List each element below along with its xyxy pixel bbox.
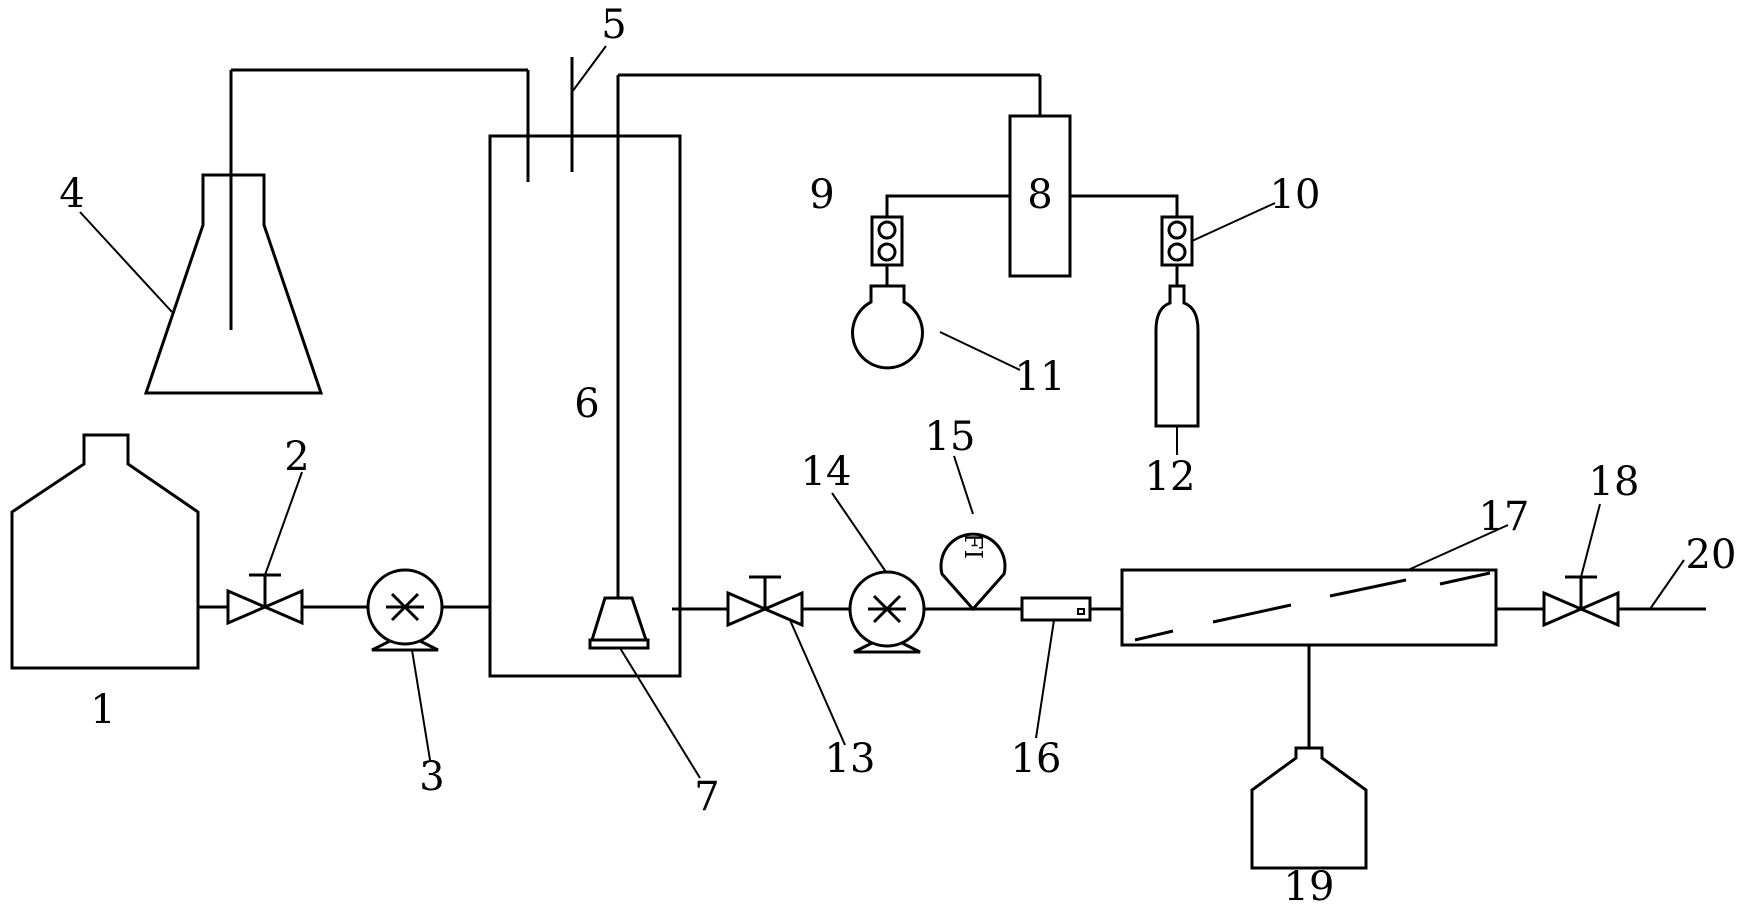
air-pump bbox=[851, 284, 924, 370]
conical-flask bbox=[143, 173, 324, 395]
leader-16 bbox=[1035, 619, 1055, 739]
valve-18 bbox=[1542, 590, 1620, 628]
label-4: 4 bbox=[59, 171, 84, 217]
label-3: 3 bbox=[419, 754, 444, 800]
label-12: 12 bbox=[1145, 454, 1196, 500]
membrane-dash-1 bbox=[1134, 629, 1174, 642]
gas-cylinder bbox=[1154, 284, 1200, 428]
label-17: 17 bbox=[1479, 494, 1530, 540]
label-15: 15 bbox=[925, 414, 976, 460]
leader-17 bbox=[1407, 524, 1509, 571]
pipe-mixer-to-flowmeter-9 bbox=[885, 194, 1010, 217]
flow-indicator-text: FI bbox=[959, 533, 987, 559]
reactor-column bbox=[488, 134, 682, 678]
leader-15 bbox=[953, 455, 974, 515]
leader-5 bbox=[571, 45, 607, 93]
gas-flowmeter-9-ball-bottom bbox=[877, 242, 897, 262]
label-14: 14 bbox=[801, 449, 852, 495]
gas-flowmeter-9 bbox=[870, 215, 904, 267]
leader-14 bbox=[831, 492, 887, 573]
label-7: 7 bbox=[694, 774, 719, 820]
membrane-dash-2 bbox=[1212, 603, 1292, 624]
pipe-mixer-to-flowmeter-10 bbox=[1070, 194, 1179, 217]
pump-14-base bbox=[853, 641, 921, 654]
label-20: 20 bbox=[1686, 532, 1737, 578]
gas-diffuser-base bbox=[588, 638, 650, 650]
collection-bottle bbox=[1250, 746, 1368, 870]
leader-7 bbox=[619, 647, 701, 779]
gas-flowmeter-10-ball-top bbox=[1167, 220, 1187, 240]
feed-tank bbox=[10, 433, 200, 670]
leader-10 bbox=[1191, 202, 1276, 242]
label-10: 10 bbox=[1270, 172, 1321, 218]
leader-20 bbox=[1649, 559, 1685, 610]
valve-2 bbox=[226, 588, 304, 626]
filter-16-nub bbox=[1077, 608, 1085, 615]
label-16: 16 bbox=[1011, 736, 1062, 782]
label-5: 5 bbox=[601, 2, 626, 48]
membrane-dash-3 bbox=[1329, 578, 1407, 598]
label-18: 18 bbox=[1589, 459, 1640, 505]
label-19: 19 bbox=[1284, 864, 1335, 910]
gas-flowmeter-10-ball-bottom bbox=[1167, 242, 1187, 262]
valve-13 bbox=[726, 590, 804, 628]
label-11: 11 bbox=[1015, 354, 1066, 400]
membrane-dash-4 bbox=[1439, 571, 1491, 586]
leader-4 bbox=[79, 211, 173, 313]
pump-3-base bbox=[371, 639, 439, 652]
leader-2 bbox=[264, 471, 303, 576]
label-8: 8 bbox=[1027, 172, 1052, 218]
flow-indicator bbox=[939, 532, 1007, 612]
label-13: 13 bbox=[825, 736, 876, 782]
membrane-module bbox=[1120, 568, 1498, 647]
leader-13 bbox=[789, 619, 846, 746]
gas-flowmeter-10 bbox=[1160, 215, 1194, 267]
leader-18 bbox=[1580, 503, 1601, 578]
gas-diffuser bbox=[589, 596, 649, 642]
gas-flowmeter-9-ball-top bbox=[877, 220, 897, 240]
label-2: 2 bbox=[284, 434, 309, 480]
leader-3 bbox=[411, 649, 431, 761]
label-1: 1 bbox=[90, 687, 115, 733]
label-6: 6 bbox=[574, 381, 599, 427]
label-9: 9 bbox=[809, 172, 834, 218]
leader-11 bbox=[939, 331, 1021, 371]
